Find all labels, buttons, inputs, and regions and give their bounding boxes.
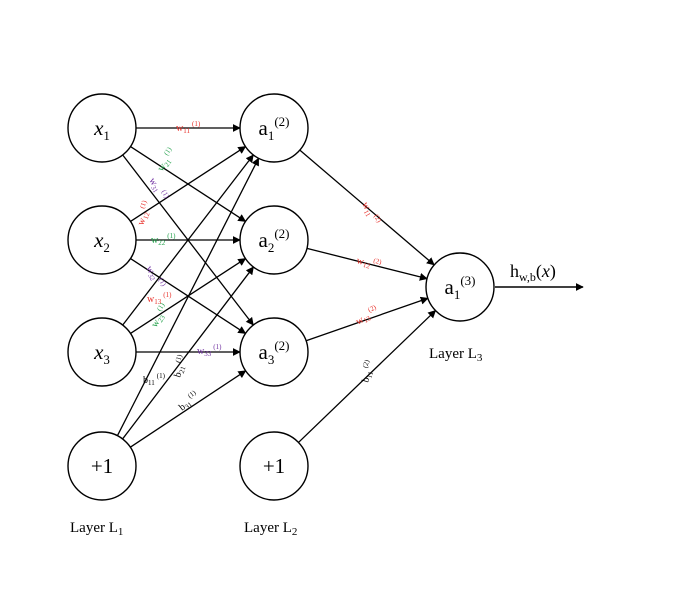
weight-labels: w11(1)w21(1)w31(1)w12(1)w22(1)w32(1)w13(… [133, 120, 383, 414]
weight-label-w23-1: w23(1) [147, 301, 173, 330]
node-a12: a1(2) [239, 93, 309, 163]
node-x1: x1 [67, 93, 137, 163]
edge-x3-a12 [122, 154, 254, 326]
weight-label-b11-1: b11(1) [143, 372, 166, 387]
weight-label-w32-1: w32(1) [143, 263, 169, 292]
edge-x2-a12 [130, 146, 247, 222]
edge-a12-a13 [299, 149, 435, 266]
edge-bias1-a22 [122, 266, 254, 440]
weight-label-b11-2: b11(2) [357, 358, 378, 384]
weight-label-w12-1: w12(1) [133, 199, 156, 228]
connection-edges [116, 124, 437, 448]
weight-label-w11-2: w11(2) [358, 199, 383, 228]
node-label: a1(2) [259, 114, 290, 143]
edge-a22-a13 [306, 247, 428, 281]
weight-label-w11-1: w11(1) [176, 120, 201, 135]
node-x3: x3 [67, 317, 137, 387]
layer-l3-label: Layer L3 [429, 346, 483, 364]
node-label: x1 [93, 116, 110, 143]
node-label: +1 [263, 454, 285, 478]
node-bias1: +1 [67, 431, 137, 501]
node-label: a2(2) [259, 226, 290, 255]
weight-label-w21-1: w21(1) [153, 145, 180, 174]
weight-label-w13-2: w13(2) [353, 303, 382, 329]
edge-a32-a13 [305, 296, 429, 342]
node-label: a3(2) [259, 338, 290, 367]
weight-label-w13-1: w13(1) [147, 291, 172, 306]
node-bias2: +1 [239, 431, 309, 501]
node-label: +1 [91, 454, 113, 478]
node-label: a1(3) [445, 273, 476, 302]
output-label: hw,b(x) [510, 261, 556, 284]
node-x2: x2 [67, 205, 137, 275]
edge-bias1-a32 [129, 370, 247, 448]
weight-label-w31-1: w31(1) [146, 175, 172, 204]
weight-label-w22-1: w22(1) [151, 232, 176, 247]
node-label: x2 [93, 228, 110, 255]
edge-bias1-a12 [116, 157, 260, 436]
network-nodes: x1 x2 x3 +1 a1(2) a2(2) a3(2) +1 a1(3) [67, 93, 495, 501]
layer-l1-label: Layer L1 [70, 520, 123, 538]
weight-label-b21-1: b21(1) [170, 353, 191, 379]
node-a32: a3(2) [239, 317, 309, 387]
edge-bias2-a13 [298, 310, 437, 443]
weight-label-w33-1: w33(1) [197, 343, 222, 358]
node-a13: a1(3) [425, 252, 495, 322]
node-a22: a2(2) [239, 205, 309, 275]
layer-l2-label: Layer L2 [244, 520, 297, 538]
weight-label-w12-2: w12(2) [355, 252, 383, 273]
node-label: x3 [93, 340, 110, 367]
weight-label-b31-1: b31(1) [175, 388, 202, 414]
